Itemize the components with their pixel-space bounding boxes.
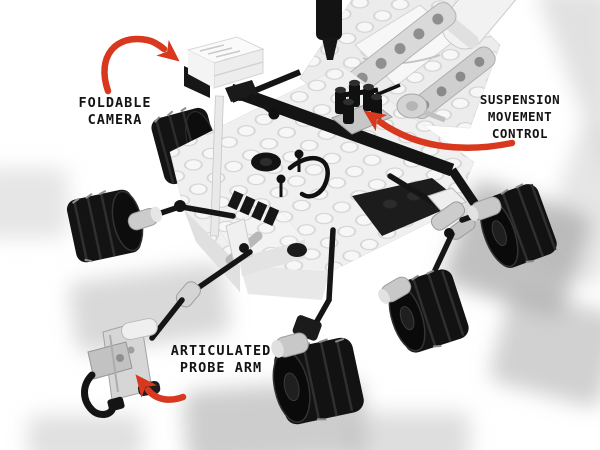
antenna-mast — [316, 0, 342, 60]
camera-arrow — [101, 35, 180, 95]
suspension-arrow — [363, 110, 516, 152]
axle-front — [271, 332, 309, 358]
flex-hose — [287, 156, 330, 199]
label-foldable-camera: FOLDABLE CAMERA — [50, 95, 180, 129]
label-line: ARTICULATED — [170, 343, 272, 359]
rear-deck — [299, 0, 541, 129]
front-black-knob — [287, 243, 307, 257]
label-line: CAMERA — [87, 112, 143, 128]
axle-right-rear — [467, 196, 502, 221]
front-steering — [292, 227, 336, 341]
annotation-arrows — [101, 35, 516, 403]
axle-left-mid — [127, 206, 163, 231]
label-line: MOVEMENT — [487, 109, 553, 124]
label-line: FOLDABLE — [78, 95, 152, 111]
vent-strip — [227, 190, 280, 226]
foldable-camera-mast — [184, 36, 280, 237]
label-articulated-probe-arm: ARTICULATED PROBE ARM — [141, 343, 301, 377]
label-line: SUSPENSION — [479, 92, 561, 107]
label-suspension-movement-control: SUSPENSION MOVEMENT CONTROL — [440, 91, 600, 142]
suspension-movement-control — [331, 79, 446, 135]
label-line: CONTROL — [491, 126, 549, 141]
label-line: PROBE ARM — [179, 360, 263, 376]
axle-right-mid — [378, 276, 412, 304]
claw — [81, 371, 116, 418]
probe-arrow — [135, 374, 187, 403]
